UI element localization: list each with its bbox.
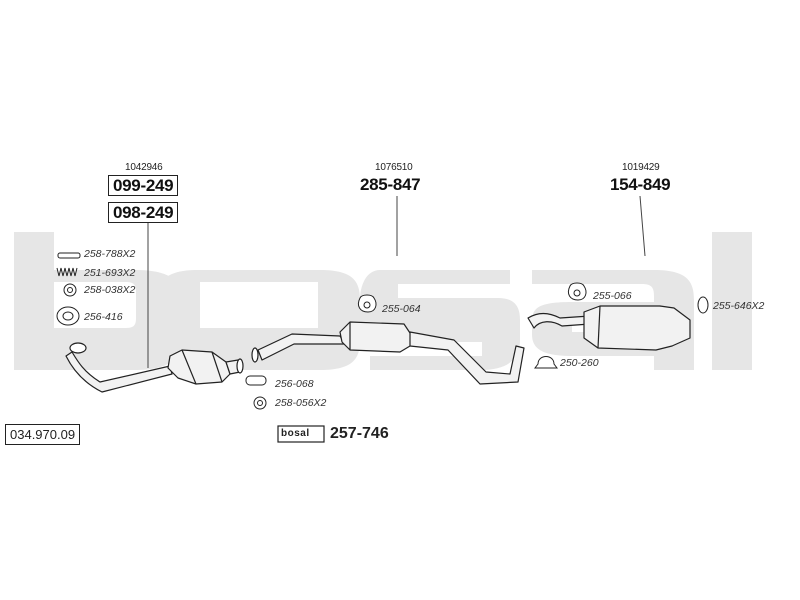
catalog-number: 034.970.09 [5,424,81,445]
gasket-icon [245,375,267,386]
fitting-label-256-416: 256-416 [84,311,123,323]
rubber-ring-icon [697,296,709,314]
gasket-icon [57,252,81,259]
part-code-3: 154-849 [610,175,671,194]
clamp-icon [534,356,558,369]
fitting-label-255-066: 255-066 [593,290,632,302]
fitting-label-256-068: 256-068 [275,378,314,390]
part-code-2: 285-847 [360,175,421,194]
fitting-label-255-064: 255-064 [382,303,421,315]
group-ref-1: 1042946 [125,162,163,173]
fitting-label-250-260: 250-260 [560,357,599,369]
spring-icon [56,267,78,277]
leader-lines [147,195,646,368]
fitting-label-258-038x2: 258-038X2 [84,284,136,296]
group-ref-2: 1076510 [375,162,413,173]
exhaust-parts [65,305,691,393]
fitting-label-258-056x2: 258-056X2 [275,397,327,409]
fitting-label-251-693x2: 251-693X2 [84,267,136,279]
fitting-icons [56,252,709,443]
kit-box-icon [277,425,325,443]
group-ref-3: 1019429 [622,162,660,173]
kit-box-label: bosal [281,428,310,439]
fitting-label-255-646x2: 255-646X2 [713,300,765,312]
part-code-box-2: 098-249 [108,202,179,223]
part-code-box-1: 099-249 [108,175,179,196]
fitting-label-258-788x2: 258-788X2 [84,248,136,260]
kit-code: 257-746 [330,425,389,442]
